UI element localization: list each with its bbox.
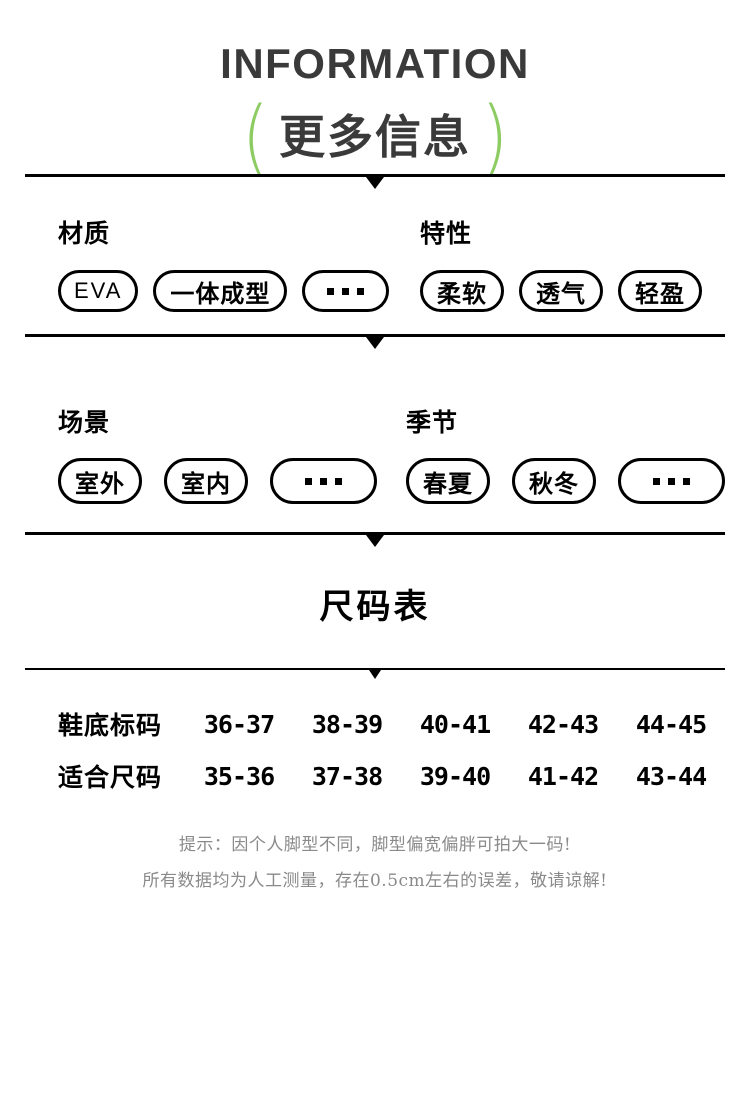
dot-icon <box>335 477 342 485</box>
size-row-label-fit: 适合尺码 <box>58 764 163 793</box>
tag-feature-breathable[interactable]: 透气 <box>519 270 603 313</box>
left-paren-decoration: ( <box>241 88 269 186</box>
attribute-section-scene-season: 场景 室外 室内 季节 春夏 秋冬 <box>25 337 725 532</box>
dot-icon <box>342 287 350 295</box>
attribute-column-scene: 场景 室外 室内 <box>25 403 406 505</box>
attribute-column-material: 材质 EVA 一体成型 <box>25 214 420 313</box>
note-line-fit-tip: 提示：因个人脚型不同，脚型偏宽偏胖可拍大一码! <box>178 835 572 856</box>
section-divider <box>25 174 725 178</box>
page-title: INFORMATION <box>220 40 530 87</box>
table-cell: 39-40 <box>419 761 491 791</box>
size-chart-table: 鞋底标码 36-37 38-39 40-41 42-43 44-45 适合尺码 … <box>25 670 725 802</box>
dot-icon <box>653 477 660 485</box>
size-chart-notes: 提示：因个人脚型不同，脚型偏宽偏胖可拍大一码! 所有数据均为人工测量，存在0.5… <box>0 802 750 899</box>
size-row-values-fit: 35-36 37-38 39-40 41-42 43-44 <box>185 762 725 791</box>
attribute-section-material-feature: 材质 EVA 一体成型 特性 柔软 透气 轻盈 <box>25 177 725 334</box>
tag-scene-indoor[interactable]: 室内 <box>164 458 248 505</box>
tag-season-spring-summer[interactable]: 春夏 <box>406 458 490 505</box>
tag-scene-more-icon[interactable] <box>270 458 377 505</box>
attribute-label-season: 季节 <box>406 409 459 438</box>
table-cell: 37-38 <box>311 761 383 791</box>
tag-feature-lightweight[interactable]: 轻盈 <box>618 270 702 313</box>
section-divider <box>25 532 725 536</box>
page-subtitle-text: 更多信息 <box>279 111 471 164</box>
table-cell: 38-39 <box>311 709 383 739</box>
attribute-column-season: 季节 春夏 秋冬 <box>406 403 725 505</box>
tag-season-more-icon[interactable] <box>618 458 725 505</box>
section-divider <box>25 334 725 338</box>
attribute-label-scene: 场景 <box>58 409 111 438</box>
table-cell: 36-37 <box>203 709 275 739</box>
page-header: INFORMATION ( 更多信息 ) <box>0 0 750 179</box>
size-chart-title: 尺码表 <box>319 588 431 627</box>
size-row-label-sole: 鞋底标码 <box>58 712 163 741</box>
tag-row-feature: 柔软 透气 轻盈 <box>420 270 725 313</box>
table-cell: 44-45 <box>635 709 707 739</box>
size-row-values-sole: 36-37 38-39 40-41 42-43 44-45 <box>185 710 725 739</box>
right-paren-decoration: ) <box>481 88 509 186</box>
table-row: 鞋底标码 36-37 38-39 40-41 42-43 44-45 <box>25 698 725 750</box>
tag-row-material: EVA 一体成型 <box>58 270 420 313</box>
dot-icon <box>320 477 327 485</box>
dot-icon <box>683 477 690 485</box>
tag-feature-soft[interactable]: 柔软 <box>420 270 504 313</box>
table-cell: 41-42 <box>527 761 599 791</box>
tag-material-integrated[interactable]: 一体成型 <box>153 270 288 313</box>
attribute-label-feature: 特性 <box>420 220 473 249</box>
tag-scene-outdoor[interactable]: 室外 <box>58 458 142 505</box>
table-cell: 42-43 <box>527 709 599 739</box>
note-line-measurement-tip: 所有数据均为人工测量，存在0.5cm左右的误差，敬请谅解! <box>142 870 608 891</box>
attribute-label-material: 材质 <box>58 220 111 249</box>
dot-icon <box>305 477 312 485</box>
dot-icon <box>327 287 335 295</box>
dot-icon <box>668 477 675 485</box>
size-chart-divider <box>25 668 725 671</box>
table-cell: 40-41 <box>419 709 491 739</box>
table-cell: 35-36 <box>203 761 275 791</box>
dot-icon <box>357 287 365 295</box>
tag-material-more-icon[interactable] <box>302 270 390 313</box>
page-subtitle: ( 更多信息 ) <box>0 96 750 179</box>
table-cell: 43-44 <box>635 761 707 791</box>
attribute-column-feature: 特性 柔软 透气 轻盈 <box>420 214 725 313</box>
tag-season-autumn-winter[interactable]: 秋冬 <box>512 458 596 505</box>
table-row: 适合尺码 35-36 37-38 39-40 41-42 43-44 <box>25 750 725 802</box>
tag-row-season: 春夏 秋冬 <box>406 458 725 505</box>
tag-material-eva[interactable]: EVA <box>58 270 139 313</box>
tag-row-scene: 室外 室内 <box>58 458 406 505</box>
